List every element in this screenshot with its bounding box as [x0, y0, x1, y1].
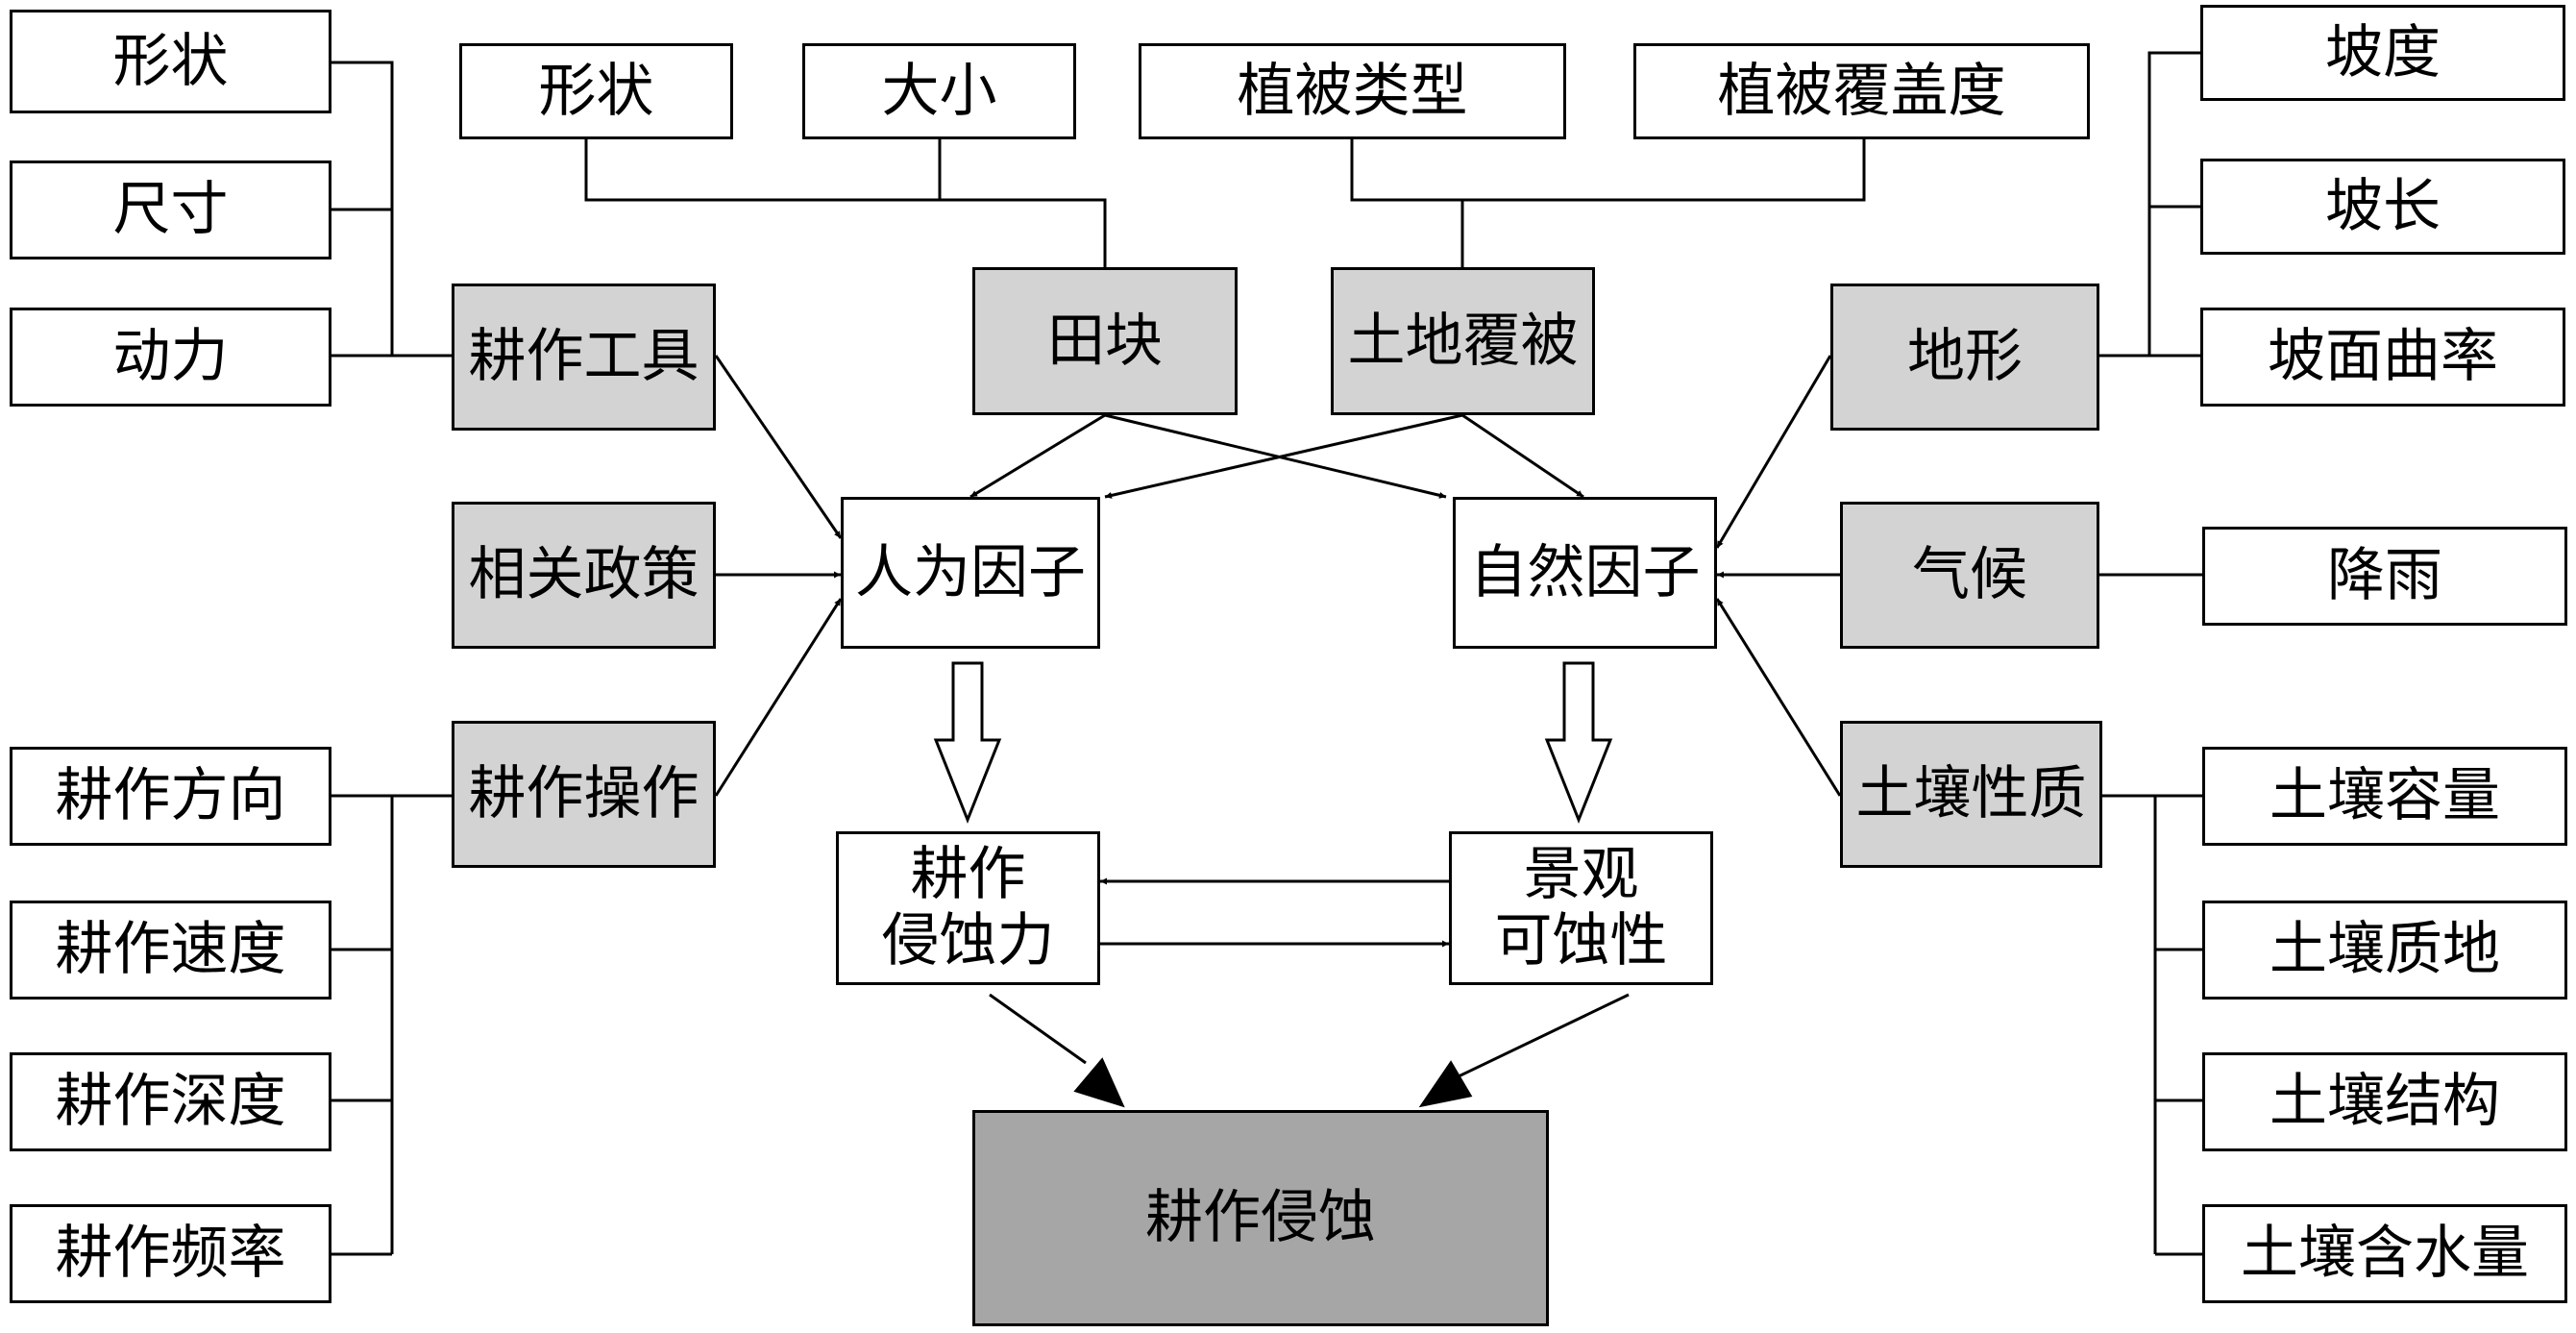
related-policy-box: 相关政策 — [452, 502, 716, 649]
arrow-tool-to-human — [714, 355, 843, 539]
human-factor-box: 人为因子 — [841, 497, 1100, 649]
arrow-operation-to-human — [714, 598, 843, 797]
tillage-erosion-box: 耕作侵蚀 — [972, 1110, 1549, 1326]
soil-attribute-bracket — [2102, 794, 2202, 1256]
tillage-erosivity-line-1: 耕作 — [910, 841, 1026, 908]
soil-moisture-box: 土壤含水量 — [2202, 1204, 2567, 1303]
tillage-operation-box: 耕作操作 — [452, 721, 716, 868]
arrowhead-erodibility-to-erosion — [1418, 1060, 1473, 1108]
vegetation-attribute-bracket — [1350, 139, 1866, 267]
tool-size-box: 尺寸 — [10, 160, 331, 259]
terrain-attribute-bracket — [2099, 51, 2200, 358]
field-shape-box: 形状 — [459, 43, 733, 139]
arrow-terrain-to-natural — [1715, 355, 1832, 549]
tool-shape-box: 形状 — [10, 10, 331, 113]
arrow-landcover-to-human — [1104, 413, 1463, 499]
slope-box: 坡度 — [2200, 5, 2565, 101]
land-cover-box: 土地覆被 — [1331, 267, 1595, 415]
terrain-box: 地形 — [1830, 284, 2099, 431]
natural-factor-box: 自然因子 — [1453, 497, 1717, 649]
landscape-erodibility-line-1: 景观 — [1523, 841, 1639, 908]
field-size-box: 大小 — [802, 43, 1076, 139]
vegetation-cover-box: 植被覆盖度 — [1633, 43, 2090, 139]
operation-depth-box: 耕作深度 — [10, 1052, 331, 1151]
arrow-erosivity-to-erosion — [989, 993, 1087, 1065]
vegetation-type-box: 植被类型 — [1139, 43, 1566, 139]
tillage-erosivity-line-2: 侵蚀力 — [881, 907, 1055, 975]
field-attribute-bracket — [584, 139, 1107, 267]
slope-curvature-box: 坡面曲率 — [2200, 308, 2565, 407]
arrow-soil-to-natural — [1715, 598, 1842, 797]
soil-texture-box: 土壤质地 — [2202, 901, 2567, 1000]
operation-attribute-bracket — [331, 794, 454, 1256]
arrow-landcover-to-natural — [1461, 413, 1584, 499]
landscape-erodibility-line-2: 可蚀性 — [1494, 907, 1668, 975]
hollow-arrow-natural-to-erodibility — [1544, 661, 1613, 825]
arrowhead-erosivity-to-erosion — [1073, 1057, 1125, 1108]
arrow-field-to-natural — [1104, 413, 1447, 499]
rainfall-box: 降雨 — [2202, 527, 2567, 626]
soil-bulk-density-box: 土壤容量 — [2202, 747, 2567, 846]
landscape-erodibility-box: 景观 可蚀性 — [1449, 831, 1713, 985]
field-block-box: 田块 — [972, 267, 1238, 415]
climate-box: 气候 — [1840, 502, 2099, 649]
arrow-erodibility-to-erosion — [1458, 993, 1630, 1078]
operation-direction-box: 耕作方向 — [10, 747, 331, 846]
soil-properties-box: 土壤性质 — [1840, 721, 2102, 868]
soil-structure-box: 土壤结构 — [2202, 1052, 2567, 1151]
operation-frequency-box: 耕作频率 — [10, 1204, 331, 1303]
tillage-erosivity-box: 耕作 侵蚀力 — [836, 831, 1100, 985]
tool-attribute-bracket — [331, 61, 454, 358]
hollow-arrow-human-to-erosivity — [933, 661, 1002, 825]
operation-speed-box: 耕作速度 — [10, 901, 331, 1000]
slope-length-box: 坡长 — [2200, 159, 2565, 255]
tool-power-box: 动力 — [10, 308, 331, 407]
arrow-field-to-human — [969, 413, 1106, 499]
tillage-tool-box: 耕作工具 — [452, 284, 716, 431]
